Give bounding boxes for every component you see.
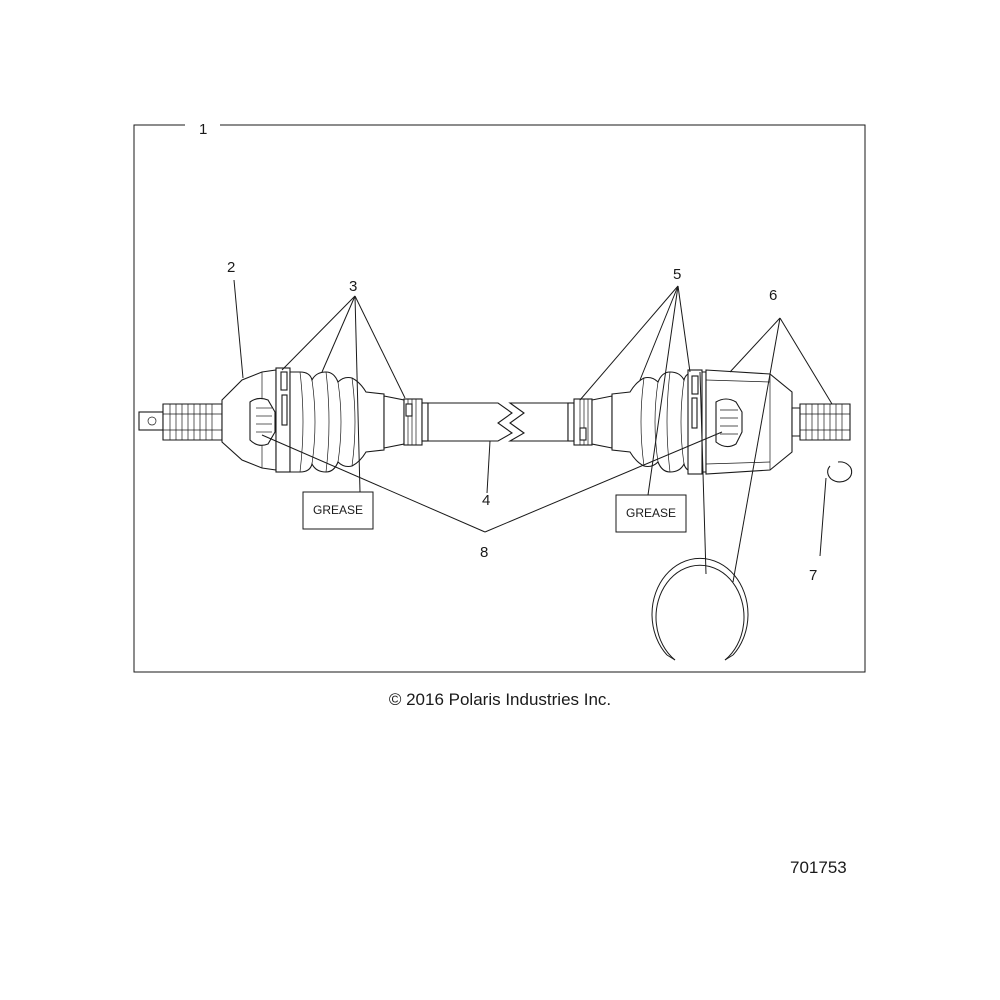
diagram-frame — [133, 124, 866, 673]
retaining-circlip — [827, 461, 853, 483]
callout-4: 4 — [482, 492, 490, 509]
grease-box-right: GREASE — [615, 494, 687, 533]
right-stub-shaft — [791, 403, 851, 441]
center-axle-shaft — [427, 402, 569, 442]
callout-8: 8 — [480, 544, 488, 561]
grease-label-left: GREASE — [313, 503, 363, 517]
drive-shaft-assembly — [138, 367, 853, 661]
callout-7: 7 — [809, 567, 817, 584]
callout-2: 2 — [227, 259, 235, 276]
callout-3: 3 — [349, 278, 357, 295]
right-outer-boot-clamp — [687, 369, 703, 475]
copyright-notice: © 2016 Polaris Industries Inc. — [388, 690, 612, 709]
callout-1: 1 — [199, 121, 207, 138]
right-inner-boot-clamp — [567, 395, 613, 449]
inner-cv-joint-housing — [705, 369, 793, 475]
callout-6: 6 — [769, 287, 777, 304]
outer-cv-joint-housing — [221, 369, 277, 471]
leader-lines — [233, 279, 833, 583]
left-inner-boot-clamp — [383, 395, 429, 449]
left-outer-boot-clamp — [275, 367, 291, 473]
document-number: 701753 — [790, 858, 847, 877]
split-retaining-ring — [651, 557, 749, 661]
grease-box-left: GREASE — [302, 491, 374, 530]
callout-5: 5 — [673, 266, 681, 283]
left-boot — [289, 371, 385, 473]
left-stub-shaft — [138, 403, 223, 441]
grease-label-right: GREASE — [626, 506, 676, 520]
